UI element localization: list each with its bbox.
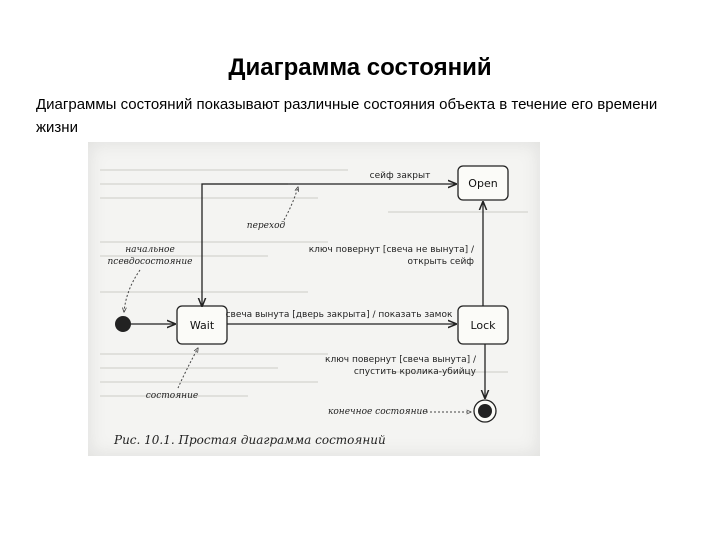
- transition-wait-open: [202, 184, 456, 306]
- annotation-transition-pointer: [283, 187, 298, 221]
- state-diagram: Open Wait Lock сейф закрыт ключ повернут…: [100, 165, 528, 447]
- annotation-final: конечное состояние: [328, 407, 428, 417]
- transition-candle-removed-label: свеча вынута [дверь закрыта] / показать …: [226, 310, 453, 320]
- slide-subtitle: Диаграммы состояний показывают различные…: [36, 96, 658, 136]
- state-wait-label: Wait: [190, 319, 215, 332]
- figure-caption: Рис. 10.1. Простая диаграмма состояний: [113, 433, 386, 447]
- state-lock-label: Lock: [470, 319, 496, 332]
- final-state: [473, 399, 497, 423]
- initial-pseudostate: [115, 316, 131, 332]
- transition-key-lock-label-1: ключ повернут [свеча вынута] /: [325, 355, 477, 365]
- annotation-initial-pointer: [124, 269, 141, 312]
- annotation-transition: переход: [247, 221, 286, 231]
- transition-safe-closed-label: сейф закрыт: [370, 171, 431, 181]
- state-open: Open: [457, 165, 509, 201]
- state-open-label: Open: [468, 177, 497, 190]
- transition-key-open-label-1: ключ повернут [свеча не вынута] /: [309, 245, 475, 255]
- transition-key-open-label-2: открыть сейф: [408, 257, 475, 267]
- transition-key-lock-label-2: спустить кролика-убийцу: [354, 367, 477, 377]
- annotation-initial-1: начальное: [125, 245, 175, 255]
- annotation-state: состояние: [146, 391, 198, 401]
- annotation-state-pointer: [177, 348, 198, 389]
- annotation-initial-2: псевдосостояние: [108, 257, 193, 267]
- state-wait: Wait: [176, 305, 228, 345]
- state-diagram-figure: Open Wait Lock сейф закрыт ключ повернут…: [88, 142, 540, 456]
- state-lock: Lock: [457, 305, 509, 345]
- slide-title: Диаграмма состояний: [228, 54, 492, 81]
